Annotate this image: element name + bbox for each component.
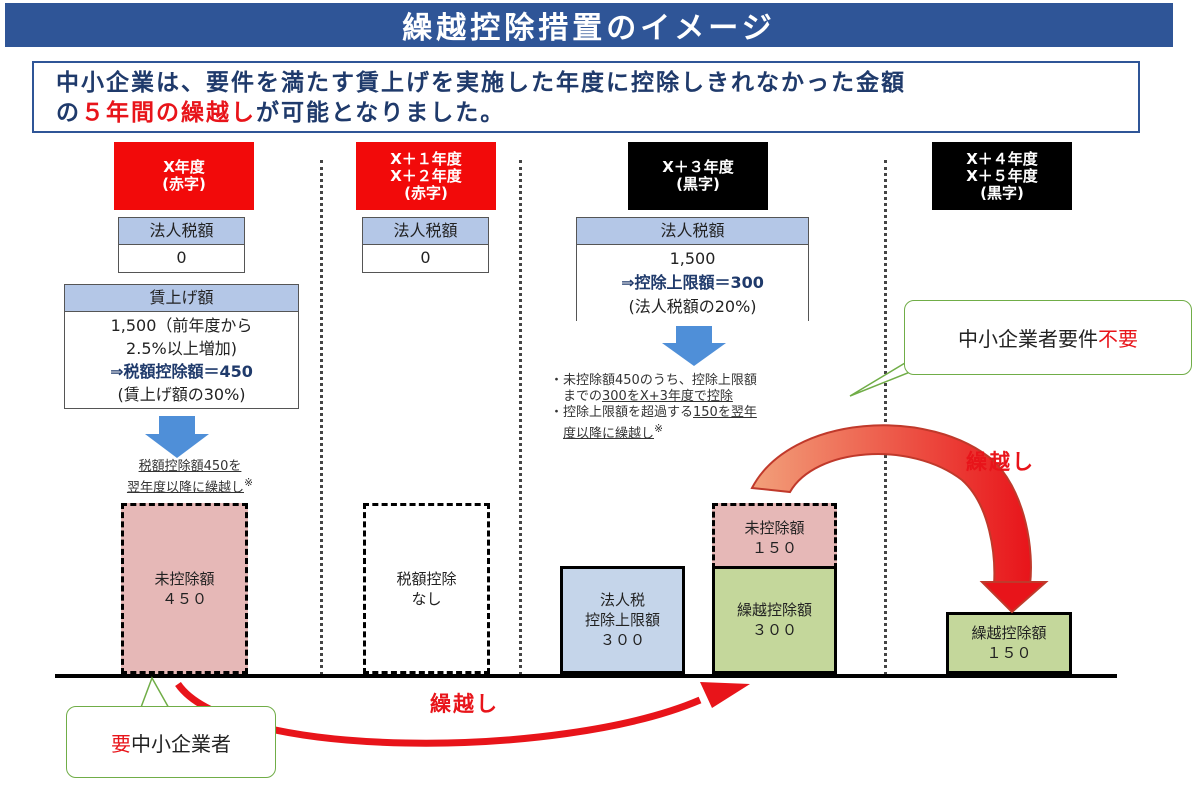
bar-x-unused: 未控除額 ４５０ [121, 503, 248, 674]
wage-table-header: 賃上げ額 [65, 285, 298, 312]
bar-x3-carry-value: ３００ [751, 621, 797, 639]
header-year-x4-x5: X＋４年度 X＋５年度 (黒字) [932, 142, 1072, 210]
bar-x12-label2: なし [411, 589, 442, 608]
bar-x12-none: 税額控除 なし [363, 503, 490, 674]
wage-table-line3: ⇒税額控除額＝450 [110, 362, 253, 381]
header-year-x3: X＋３年度 (黒字) [628, 142, 768, 210]
wage-table-line4: (賃上げ額の30%) [117, 385, 246, 404]
baseline [55, 674, 1117, 678]
tax-table-x3-limit: ⇒控除上限額＝300 [621, 273, 764, 292]
page-title: 繰越控除措置のイメージ [5, 3, 1173, 47]
header-year-x3-line2: (黒字) [676, 175, 720, 193]
bar-x-unused-label: 未控除額 [154, 569, 215, 588]
header-year-x4-line3: (黒字) [980, 183, 1024, 202]
intro-highlight: ５年間の繰越し [81, 100, 256, 126]
x3-note-mark: ※ [654, 422, 664, 435]
tax-table-x-header: 法人税額 [119, 218, 244, 245]
x3-note-line3-underlined: 150を翌年 [693, 405, 757, 420]
tax-table-x3-note: (法人税額の20%) [628, 297, 757, 316]
bar-x12-label1: 税額控除 [396, 569, 457, 588]
tax-table-x3-header: 法人税額 [577, 218, 808, 245]
down-arrow-icon [145, 416, 209, 458]
carry-arrow-bottom-head [700, 682, 750, 708]
down-arrow-icon [662, 326, 726, 366]
header-year-x3-line1: X＋３年度 [662, 158, 734, 176]
x-carry-note: 税額控除額450を 翌年度以降に繰越し※ [90, 459, 290, 496]
header-year-x4-line1: X＋４年度 [966, 149, 1038, 168]
intro-box: 中小企業は、要件を満たす賃上げを実施した年度に控除しきれなかった金額 の５年間の… [32, 61, 1140, 133]
x3-note-line1: ・未控除額450のうち、控除上限額 [550, 373, 757, 388]
tax-table-x3-value: 1,500 [669, 249, 716, 268]
wage-table-line1: 1,500（前年度から [110, 316, 253, 335]
bar-x3-unused-label: 未控除額 [744, 518, 805, 537]
wage-table-line2: 2.5%以上増加) [126, 339, 237, 358]
tax-table-x3-body: 1,500 ⇒控除上限額＝300 (法人税額の20%) [577, 245, 808, 321]
bar-x3-limit-label1: 法人税 [599, 591, 645, 609]
intro-line-1: 中小企業は、要件を満たす賃上げを実施した年度に控除しきれなかった金額 [56, 70, 906, 96]
tax-table-x1: 法人税額 0 [362, 217, 489, 273]
bar-x3-limit-value: ３００ [599, 631, 645, 649]
header-year-x1-line3: (赤字) [404, 183, 448, 202]
callout-right: 中小企業者要件不要 [904, 300, 1192, 375]
tax-table-x1-value: 0 [363, 245, 488, 271]
intro-line-2-end: が可能となりました。 [256, 100, 506, 126]
bar-x3-unused-value: １５０ [751, 538, 797, 557]
bar-x3-tax-limit: 法人税 控除上限額 ３００ [560, 566, 685, 674]
bar-x3-unused: 未控除額 １５０ [712, 503, 837, 569]
tax-table-x: 法人税額 0 [118, 217, 245, 273]
x-carry-note-line1: 税額控除額450を [138, 459, 242, 474]
carry-arrow-top [750, 424, 1032, 586]
column-divider-3 [884, 160, 887, 675]
bar-x3-carry-label: 繰越控除額 [736, 601, 812, 619]
carry-arrow-top-head [979, 581, 1049, 614]
x-carry-note-mark: ※ [243, 476, 254, 489]
header-year-x: X年度 (赤字) [114, 142, 254, 210]
carry-label-top: 繰越し [966, 450, 1035, 474]
header-year-x4-line2: X＋５年度 [966, 166, 1038, 185]
callout-left-main: 中小企業者 [131, 731, 231, 756]
callout-left: 要中小企業者 [66, 706, 276, 778]
x3-note-line2-start: までの [563, 389, 603, 404]
x3-note-line3-start: ・控除上限額を超過する [550, 405, 694, 420]
callout-left-red: 要 [111, 731, 131, 756]
bar-x45-carry: 繰越控除額 １５０ [946, 612, 1072, 674]
callout-right-red: 不要 [1098, 327, 1138, 351]
bar-x-unused-value: ４５０ [161, 589, 207, 608]
tax-table-x1-header: 法人税額 [363, 218, 488, 245]
column-divider-1 [320, 160, 323, 675]
header-year-x1-line1: X＋１年度 [390, 149, 462, 168]
wage-table: 賃上げ額 1,500（前年度から 2.5%以上増加) ⇒税額控除額＝450 (賃… [64, 284, 299, 409]
bar-x45-carry-value: １５０ [986, 644, 1032, 662]
x3-note: ・未控除額450のうち、控除上限額 までの300をX+3年度で控除 ・控除上限額… [550, 373, 850, 442]
column-divider-2 [519, 160, 522, 675]
header-year-x1-x2: X＋１年度 X＋２年度 (赤字) [356, 142, 496, 210]
header-year-x-line1: X年度 [163, 158, 205, 176]
bar-x3-limit-label2: 控除上限額 [584, 611, 660, 629]
callout-right-main: 中小企業者要件 [958, 327, 1098, 351]
x3-note-line4: 度以降に繰越し [563, 426, 655, 442]
header-year-x1-line2: X＋２年度 [390, 166, 462, 185]
x3-note-line2-underlined: 300をX+3年度で控除 [602, 389, 733, 404]
bar-x45-carry-label: 繰越控除額 [971, 624, 1047, 642]
wage-table-body: 1,500（前年度から 2.5%以上増加) ⇒税額控除額＝450 (賃上げ額の3… [65, 312, 298, 408]
header-year-x-line2: (赤字) [162, 175, 206, 193]
intro-line-2-start: の [56, 100, 81, 126]
tax-table-x3: 法人税額 1,500 ⇒控除上限額＝300 (法人税額の20%) [576, 217, 809, 321]
tax-table-x-value: 0 [119, 245, 244, 271]
carry-label-bottom: 繰越し [430, 692, 499, 716]
x-carry-note-line2: 翌年度以降に繰越し [126, 480, 244, 496]
bar-x3-carry: 繰越控除額 ３００ [712, 566, 837, 674]
intro-line-2: の５年間の繰越しが可能となりました。 [56, 98, 1116, 128]
